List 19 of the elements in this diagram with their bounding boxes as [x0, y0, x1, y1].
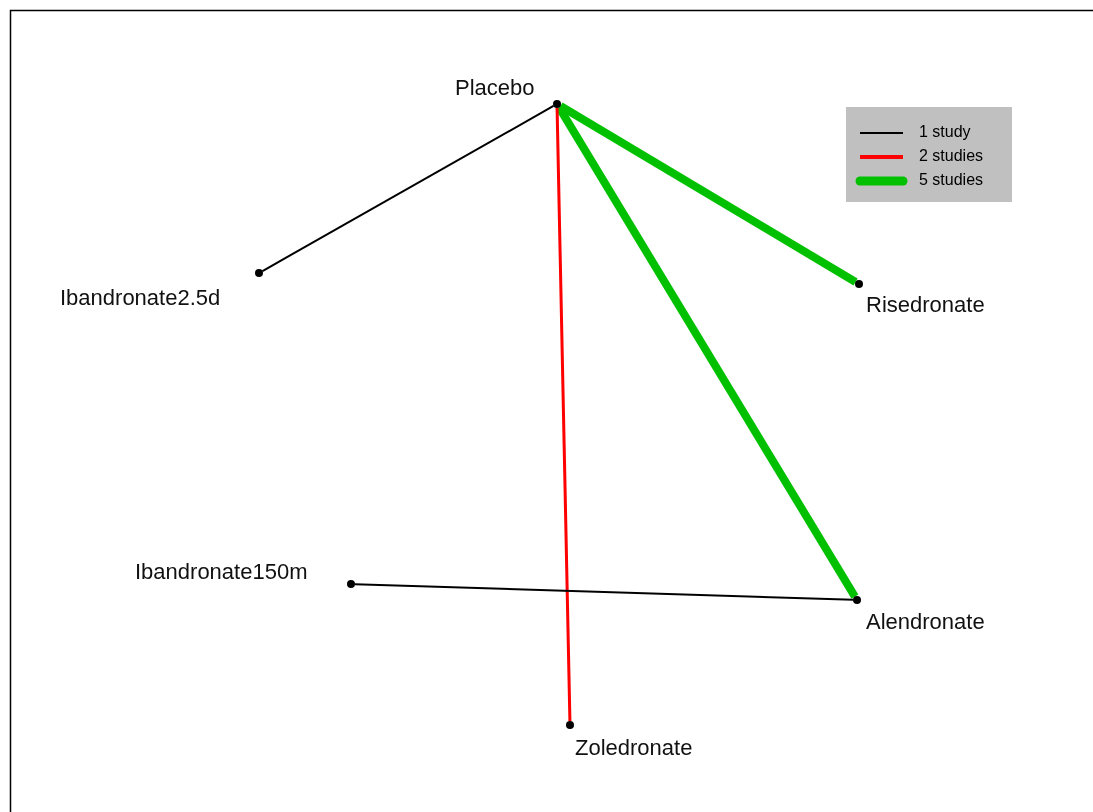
node-dot [553, 100, 561, 108]
node-label: Ibandronate150m [135, 560, 308, 584]
node-label: Ibandronate2.5d [60, 286, 221, 310]
node-dot [255, 269, 263, 277]
node-label: Alendronate [866, 610, 985, 634]
node-dot [855, 280, 863, 288]
network-edge [261, 104, 555, 273]
node-label: Placebo [455, 76, 535, 100]
legend-label: 2 studies [919, 147, 984, 165]
network-edge [555, 107, 572, 722]
node-dot [853, 596, 861, 604]
node-dot [566, 721, 574, 729]
legend-label: 5 studies [919, 171, 984, 189]
network-edge [354, 583, 854, 601]
network-edge [558, 102, 858, 286]
node-label: Zoledronate [575, 736, 693, 760]
legend-label: 1 study [919, 123, 971, 141]
node-label: Risedronate [866, 293, 985, 317]
node-dot [347, 580, 355, 588]
